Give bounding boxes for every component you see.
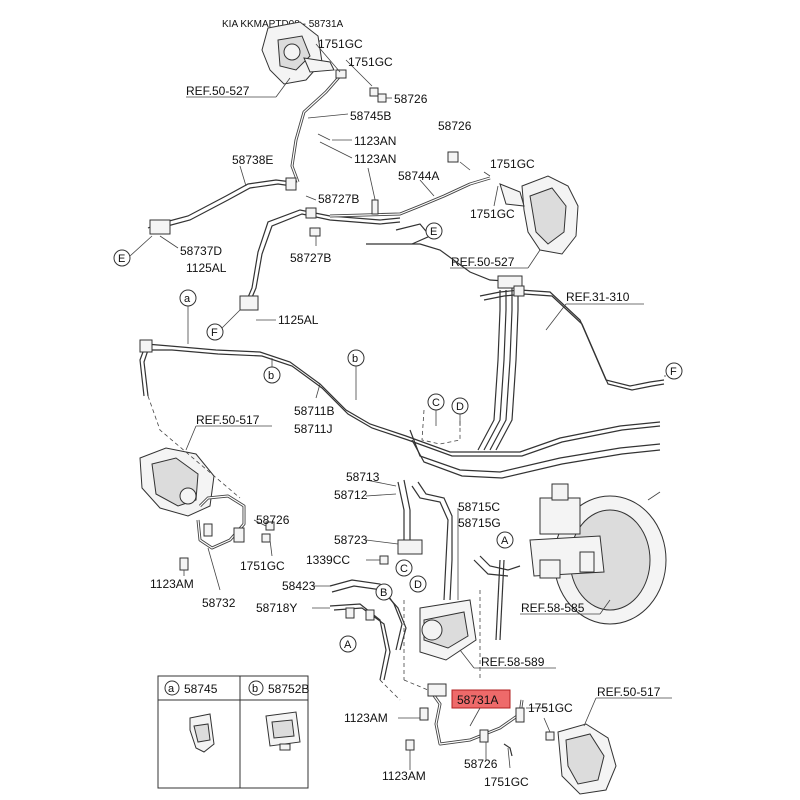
brake-line-bundle-top [366,243,521,283]
part-label: 58718Y [256,601,297,615]
legend-part: 58752B [268,682,309,696]
part-label: 58712 [334,488,368,502]
part-label: 58711J [294,422,332,436]
svg-text:D: D [414,579,422,591]
part-label: 1751GC [484,775,529,789]
part-label: 58713 [346,470,380,484]
ref-label: REF.31-310 [566,290,630,304]
callout-a-top: a [179,289,197,307]
brake-line-58713 [397,481,405,540]
svg-text:F: F [211,327,218,339]
ref-label: REF.50-517 [196,413,260,427]
callout-b-abs: B [375,583,393,601]
front-caliper-top [261,21,335,85]
svg-text:B: B [380,587,387,599]
callout-d-top: D [451,397,469,415]
brake-line-right-mid [495,559,501,641]
part-label: 1123AN [354,152,396,166]
part-label: 1123AM [150,577,194,591]
legend-part: 58745 [184,682,218,696]
part-label: 58723 [334,533,368,547]
ref-label: REF.50-517 [597,685,661,699]
brake-line-58737d [245,209,401,303]
part-label: 58726 [464,757,498,771]
part-label: 1125AL [186,261,227,275]
svg-text:b: b [352,353,358,365]
ref-label: REF.58-589 [481,655,545,669]
part-label: 58423 [282,579,316,593]
rear-caliper-left [139,447,215,517]
highlight-label[interactable]: 58731A [457,693,498,707]
callout-d-mid: D [409,575,427,593]
callout-f-left: F [206,323,224,341]
part-label: 58745B [350,109,391,123]
diagram-title: KIA KKMAPTD08 - 58731A [222,19,344,30]
svg-text:C: C [400,563,408,575]
callout-a-right: A [496,531,514,549]
callout-b-mid: b [347,349,365,367]
svg-text:b: b [268,370,274,382]
svg-text:D: D [456,401,464,413]
part-label: 1125AL [278,313,319,327]
part-label: 58727B [290,251,331,265]
part-label: 58711B [294,404,334,418]
part-label: 58744A [398,169,439,183]
callout-b-low: b [263,366,281,384]
svg-text:E: E [118,253,125,265]
svg-text:A: A [344,639,352,651]
part-label: 1123AM [382,769,426,783]
part-label: 1751GC [490,157,535,171]
legend-key: a [168,683,175,695]
legend-key: b [252,683,258,695]
callout-e-left: E [113,249,131,267]
abs-unit [419,599,477,661]
svg-text:F: F [670,366,677,378]
part-label: 58715C [458,500,500,514]
svg-text:C: C [432,397,440,409]
part-label: 58738E [232,153,273,167]
part-label: 1751GC [470,207,515,221]
part-label: 58737D [180,244,222,258]
master-cylinder-booster [529,483,667,625]
svg-text:E: E [430,226,437,238]
part-label: 1751GC [318,37,363,51]
highlight-box[interactable] [451,689,511,709]
callout-e-right: E [425,222,443,240]
part-label: 1751GC [348,55,393,69]
callout-a-low: A [339,635,357,653]
rear-caliper-right [557,723,617,795]
part-label: 1339CC [306,553,350,567]
ref-label: REF.58-585 [521,601,585,615]
ref-label: REF.50-527 [186,84,250,98]
callout-c-top: C [427,393,445,411]
part-label: 58726 [438,119,472,133]
brake-line-58711b [145,343,661,453]
part-label: 1123AM [344,711,388,725]
svg-text:a: a [184,293,191,305]
part-label: 58726 [256,513,290,527]
legend-table: a 58745 b 58752B [157,675,309,789]
part-label: 58732 [202,596,236,610]
front-caliper-right [499,175,579,255]
ref-label: REF.50-527 [451,255,515,269]
callout-f-right: F [665,362,683,380]
part-label: 1751GC [240,559,285,573]
callout-c-mid: C [395,559,413,577]
part-label: 58715G [458,516,501,530]
part-label: 58727B [318,192,359,206]
part-label: 1123AN [354,134,396,148]
part-label: 1751GC [528,701,573,715]
part-label: 58726 [394,92,428,106]
svg-text:A: A [501,535,509,547]
